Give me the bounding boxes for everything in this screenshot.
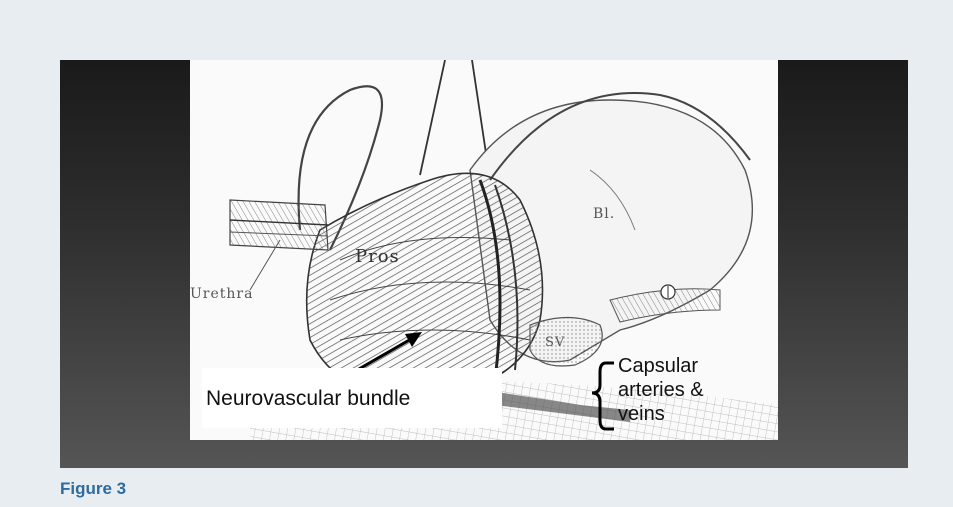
prostate-label: Pros	[355, 246, 400, 267]
capsular-label-line1: Capsular	[618, 355, 698, 378]
urethra-label: Urethra	[190, 286, 253, 302]
neurovascular-label-box: Neurovascular bundle	[202, 368, 502, 428]
capsular-label-line2: arteries &	[618, 379, 704, 402]
figure-panel: Bl. Pros Urethra SV Neurovascular bundle…	[60, 60, 908, 468]
anatomical-illustration: Bl. Pros Urethra SV Neurovascular bundle…	[190, 60, 778, 440]
seminal-vesicle-label: SV	[545, 335, 565, 350]
figure-caption[interactable]: Figure 3	[60, 479, 126, 499]
capsular-label-line3: veins	[618, 403, 665, 426]
neurovascular-bundle-label: Neurovascular bundle	[206, 387, 410, 410]
bladder-label: Bl.	[593, 206, 615, 222]
